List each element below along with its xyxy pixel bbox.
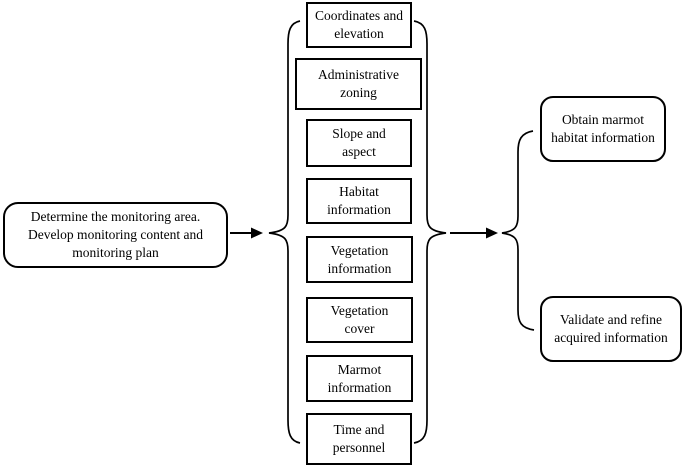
box-determine-monitoring-area: Determine the monitoring area. Develop m…: [3, 202, 228, 268]
box-determine-monitoring-area-label: Determine the monitoring area. Develop m…: [27, 209, 204, 260]
box-coordinates-and-elevation: Coordinates and elevation: [306, 2, 412, 48]
box-obtain-marmot-habitat-information-label: Obtain marmot habitat information: [551, 112, 655, 145]
box-vegetation-cover: Vegetation cover: [306, 297, 413, 343]
box-habitat-information-label: Habitat information: [327, 184, 391, 217]
box-obtain-marmot-habitat-information: Obtain marmot habitat information: [540, 96, 666, 162]
box-validate-and-refine-acquired-information-label: Validate and refine acquired information: [554, 312, 668, 345]
box-administrative-zoning-label: Administrative zoning: [318, 67, 399, 100]
box-marmot-information-label: Marmot information: [327, 361, 392, 395]
box-validate-and-refine-acquired-information: Validate and refine acquired information: [540, 296, 682, 362]
box-coordinates-and-elevation-label: Coordinates and elevation: [314, 8, 404, 41]
box-habitat-information: Habitat information: [306, 178, 412, 224]
arrow-middle-to-output: [450, 227, 498, 239]
box-vegetation-cover-label: Vegetation cover: [330, 303, 389, 336]
box-marmot-information: Marmot information: [306, 355, 413, 402]
output-brace: [501, 130, 535, 331]
box-slope-and-aspect-label: Slope and aspect: [332, 126, 386, 159]
box-administrative-zoning: Administrative zoning: [295, 58, 422, 110]
box-vegetation-information-label: Vegetation information: [327, 242, 392, 276]
box-slope-and-aspect: Slope and aspect: [306, 119, 412, 167]
box-time-and-personnel: Time and personnel: [306, 413, 412, 465]
arrow-source-to-middle: [230, 227, 263, 239]
box-vegetation-information: Vegetation information: [306, 236, 413, 283]
box-time-and-personnel-label: Time and personnel: [332, 422, 386, 455]
